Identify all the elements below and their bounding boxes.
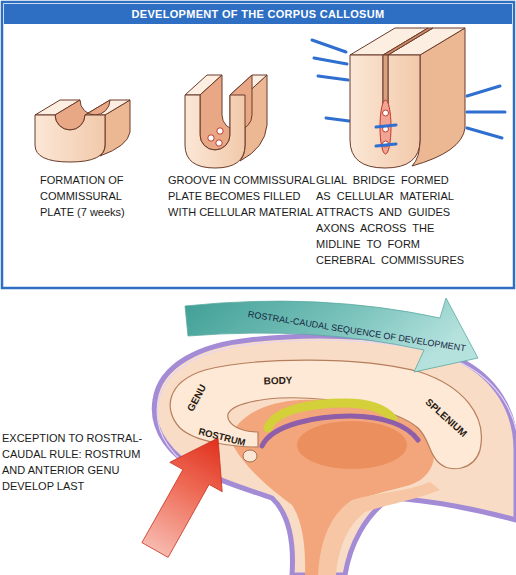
anterior-commissure	[243, 450, 257, 462]
commissural-plate-block	[35, 100, 130, 162]
block-front	[185, 95, 245, 168]
cell	[216, 140, 222, 146]
axon-line	[376, 125, 396, 127]
block-front	[35, 115, 105, 162]
fornix-band	[262, 416, 418, 446]
sequence-arrow: ROSTRAL-CAUDAL SEQUENCE OF DEVELOPMENT	[180, 290, 485, 380]
exception-arrow	[142, 438, 222, 557]
note: EXCEPTION TO ROSTRAL-CAUDAL RULE: ROSTRU…	[2, 430, 147, 494]
step-caption: GROOVE IN COMMISSURAL PLATE BECOMES FILL…	[168, 172, 318, 220]
thalamus	[297, 421, 407, 469]
title-band	[4, 4, 512, 24]
diagram-title: DEVELOPMENT OF THE CORPUS CALLOSUM	[4, 4, 512, 24]
axon-line	[314, 58, 347, 64]
slit-top	[383, 28, 433, 55]
cell	[208, 135, 214, 141]
axon-line	[326, 118, 349, 121]
brainstem	[318, 482, 440, 575]
arrow-shape	[185, 298, 478, 372]
panel-frame	[2, 2, 514, 288]
axon-line	[467, 86, 500, 96]
step-caption: GLIAL BRIDGE FORMED AS CELLULAR MATERIAL…	[316, 172, 466, 268]
step-caption: FORMATION OF COMMISSURAL PLATE (7 weeks)	[40, 172, 140, 220]
cell	[383, 110, 389, 116]
glial-bridge-block	[312, 28, 505, 168]
axon-line	[376, 144, 396, 146]
block-front	[350, 55, 420, 168]
axon-line	[467, 111, 505, 114]
filled-groove-block	[185, 75, 267, 168]
arrow-outline	[180, 290, 485, 380]
axon-line	[312, 40, 346, 52]
part-name: BODY	[263, 374, 292, 387]
cell	[217, 128, 223, 134]
axon-line	[467, 128, 502, 138]
axon-line	[318, 76, 348, 80]
